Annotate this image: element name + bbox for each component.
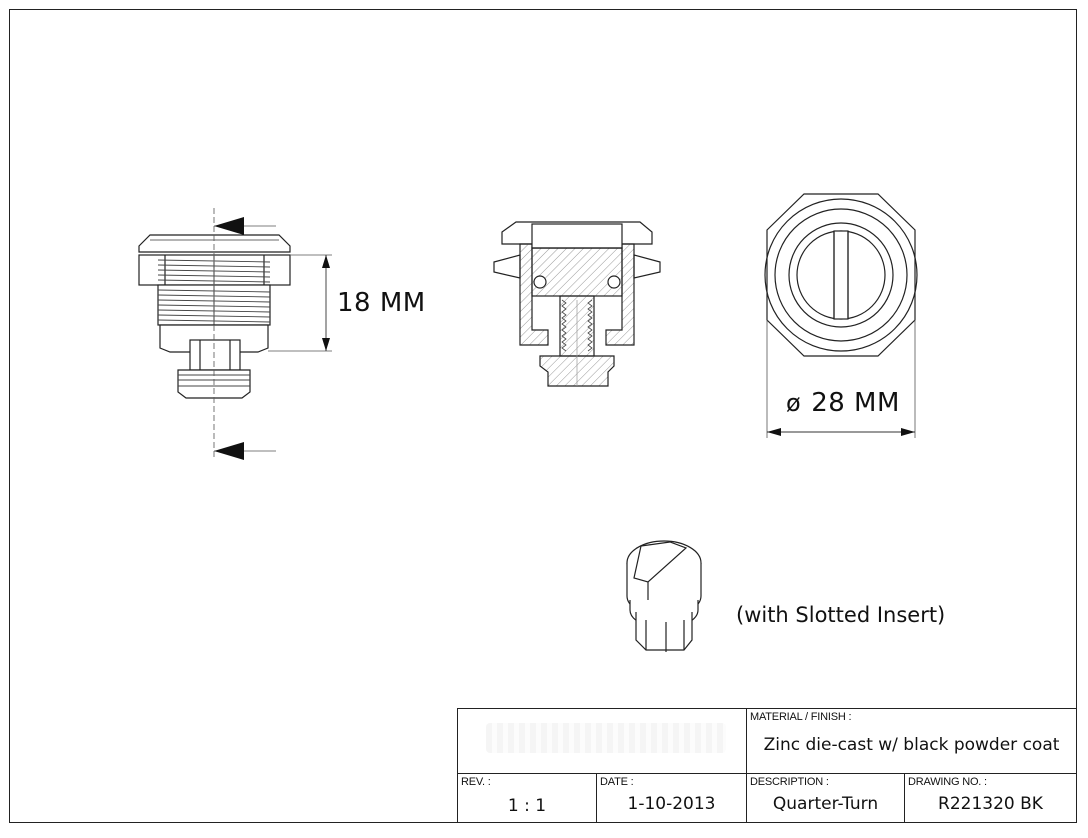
insert-caption: (with Slotted Insert): [736, 603, 946, 627]
diameter-symbol: ø: [786, 389, 802, 417]
diameter-dimension-label: ø 28 MM: [786, 388, 900, 418]
drawing-number-value: R221320 BK: [938, 794, 1043, 814]
material-label: MATERIAL / FINISH :: [750, 711, 852, 723]
material-value: Zinc die-cast w/ black powder coat: [763, 735, 1060, 755]
drawing-number-label: DRAWING NO. :: [908, 776, 987, 788]
top-view: [764, 193, 918, 438]
title-block: MATERIAL / FINISH : Zinc die-cast w/ bla…: [457, 708, 1077, 823]
logo-area: [458, 709, 747, 773]
section-view: [493, 221, 661, 387]
rev-label: REV. :: [461, 776, 491, 788]
description-label: DESCRIPTION :: [750, 776, 829, 788]
material-cell: MATERIAL / FINISH : Zinc die-cast w/ bla…: [747, 709, 1076, 773]
rev-value: 1 : 1: [507, 796, 547, 816]
faded-logo: [486, 723, 726, 753]
description-cell: DESCRIPTION : Quarter-Turn: [747, 773, 905, 822]
date-value: 1-10-2013: [627, 794, 716, 814]
drawing-number-cell: DRAWING NO. : R221320 BK: [905, 773, 1076, 822]
date-cell: DATE : 1-10-2013: [597, 773, 747, 822]
description-value: Quarter-Turn: [772, 794, 879, 814]
side-view: [138, 208, 332, 460]
slotted-insert: [626, 540, 702, 652]
rev-cell: REV. : 1 : 1: [458, 773, 597, 822]
date-label: DATE :: [600, 776, 634, 788]
height-dimension-label: 18 MM: [337, 288, 426, 318]
diameter-value: 28 MM: [811, 388, 900, 418]
